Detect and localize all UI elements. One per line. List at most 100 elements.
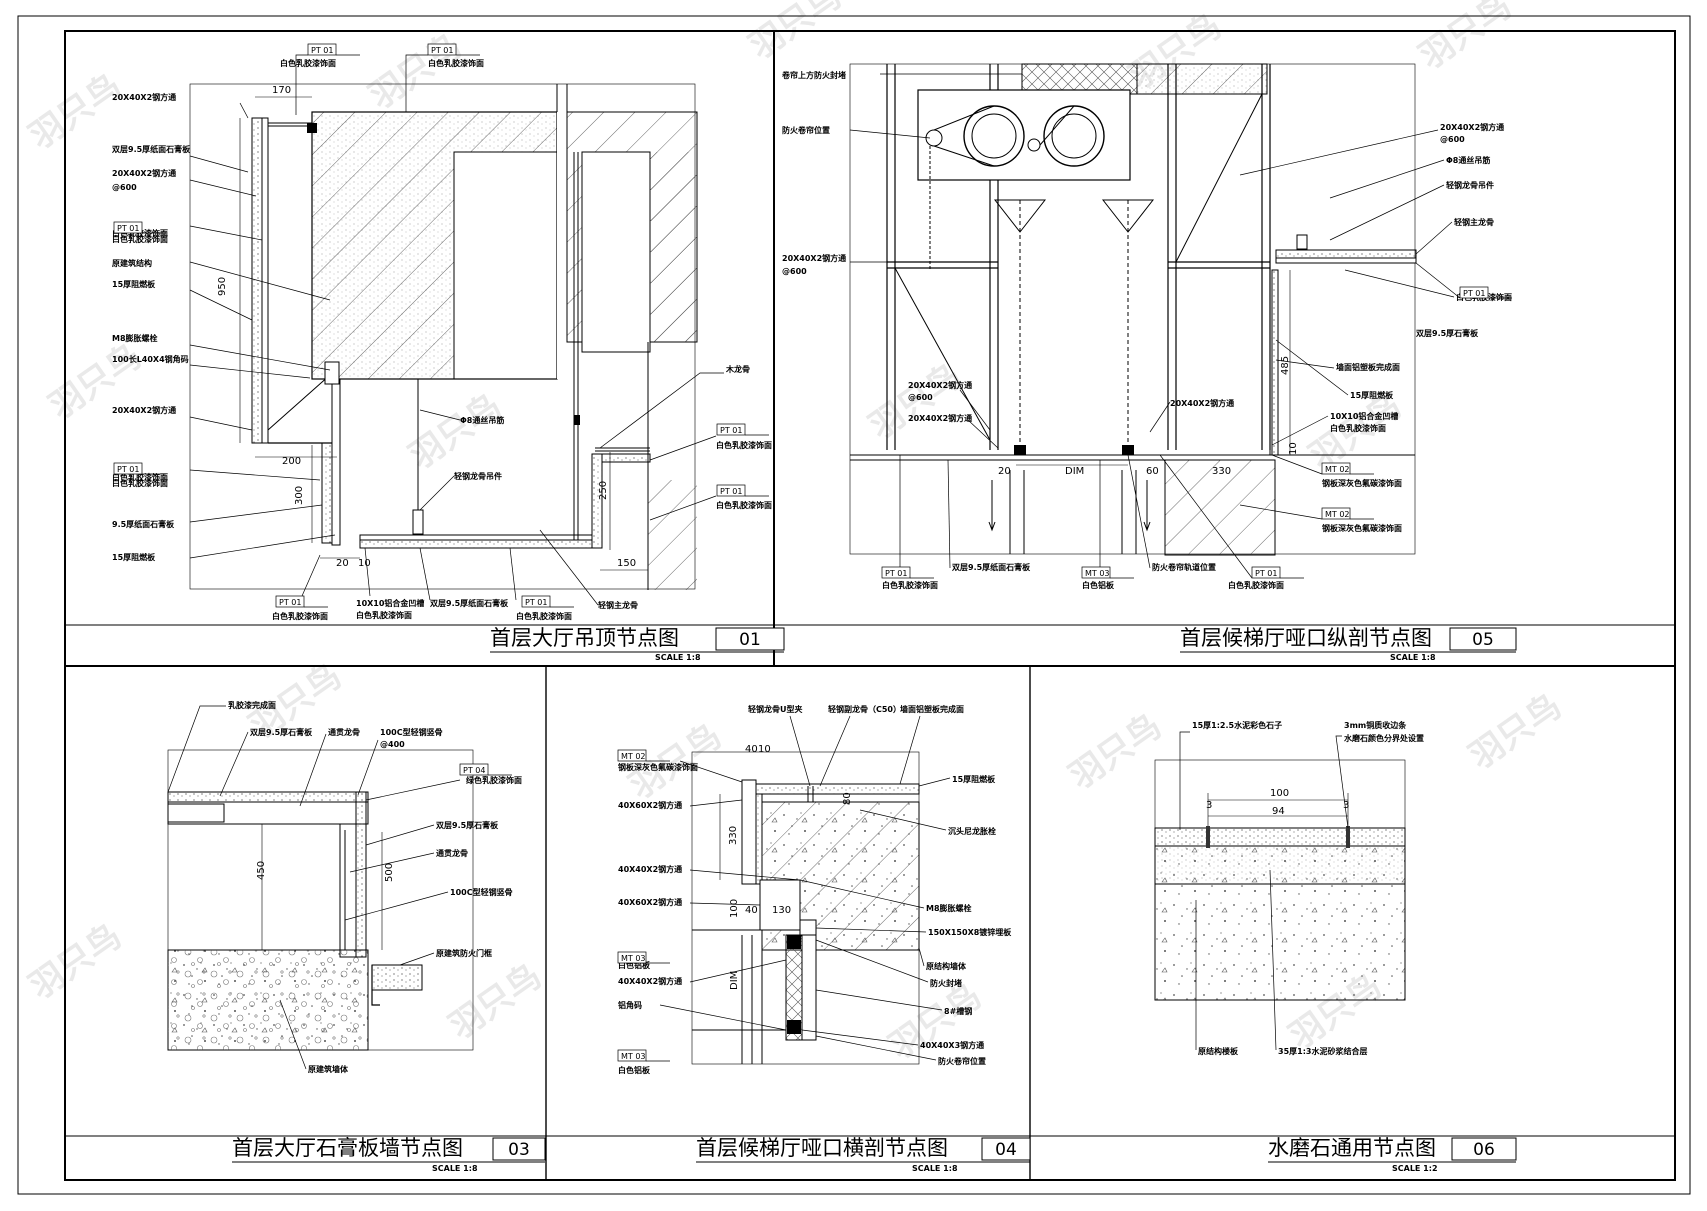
panel-03-gypsum-wall-detail: 450 500	[167, 749, 474, 1051]
p04-label-4: 白色铝板	[618, 960, 651, 970]
panel-number-05: 05	[1472, 630, 1494, 650]
p04-right-label-8: 防火卷帘位置	[938, 1056, 986, 1066]
p05-right-label-2: Φ8通丝吊筋	[1446, 155, 1490, 165]
p04-label-2: 40X40X2钢方通	[618, 864, 682, 874]
panel-number-01: 01	[739, 630, 761, 650]
p04-dim-7: DIM	[729, 971, 740, 990]
p06-dim-1: 3	[1206, 800, 1212, 811]
p05-bottom-label-3: 防火卷帘轨道位置	[1152, 562, 1216, 572]
p06-label-4: 35厚1:3水泥砂浆结合层	[1278, 1046, 1367, 1056]
p05-right-label-6: 双层9.5厚石膏板	[1416, 328, 1479, 338]
p04-label-1: 40X60X2钢方通	[618, 800, 682, 810]
p01-bottom-label-2: 白色乳胶漆饰面	[356, 610, 412, 620]
p01-tag-right-2: PT 01	[720, 487, 742, 496]
p06-dim-0: 100	[1270, 788, 1289, 799]
p06-label-2: 水磨石颜色分界处设置	[1343, 733, 1424, 743]
p06-dim-3: 3	[1343, 800, 1349, 811]
panel-06-terrazzo-detail: 100 3 94 3	[1154, 759, 1406, 1001]
p06-dim-2: 94	[1272, 806, 1285, 817]
p05-right-label-9: 10X10铝合金凹槽	[1330, 411, 1398, 421]
p06-label-1: 3mm铜质收边条	[1344, 720, 1407, 730]
watermark-text: 羽只鸟	[1462, 686, 1568, 777]
p04-tag-0: MT 02	[621, 752, 646, 761]
p05-tag-bottom-3: PT 01	[1255, 569, 1277, 578]
p04-right-label-2: M8膨胀螺栓	[926, 903, 972, 913]
panel-title-05: 首层候梯厅哑口纵剖节点图	[1180, 626, 1432, 650]
panel-title-06: 水磨石通用节点图	[1268, 1136, 1436, 1160]
p05-tag-bottom-2: MT 03	[1085, 569, 1110, 578]
p04-tag-1: MT 03	[621, 954, 646, 963]
p04-top-label-0: 轻钢龙骨U型夹	[748, 704, 803, 714]
p01-top-label-0: 白色乳胶漆饰面	[280, 58, 336, 68]
p04-dim-0: 40	[745, 744, 758, 755]
p01-dim-2: 200	[282, 456, 301, 467]
p01-dim-3: 300	[294, 486, 305, 505]
p01-right-label-0: 木龙骨	[725, 364, 750, 374]
p05-tag-bottom-1: PT 01	[885, 569, 907, 578]
p03-dim-1: 500	[384, 863, 395, 882]
p01-bottom-label-5: 轻钢主龙骨	[598, 600, 638, 610]
watermark-text: 羽只鸟	[1062, 706, 1168, 797]
watermark-text: 羽只鸟	[22, 916, 128, 1007]
p05-label-6: 20X40X2钢方通	[908, 413, 972, 423]
panel-number-06: 06	[1473, 1140, 1495, 1160]
p01-right-label-2: 白色乳胶漆饰面	[716, 500, 772, 510]
p05-dim-2: DIM	[1065, 466, 1084, 477]
p05-bottom-label-2: 白色铝板	[1082, 580, 1115, 590]
sheet-inner-frame	[64, 30, 1676, 1181]
p01-mid-label-1: 轻钢龙骨吊件	[454, 471, 502, 481]
p01-bottom-label-4: 白色乳胶漆饰面	[516, 611, 572, 621]
p03-label-7: 通贯龙骨	[436, 848, 468, 858]
panel-number-03: 03	[508, 1140, 530, 1160]
p04-right-label-5: 防火封堵	[930, 978, 962, 988]
p04-right-label-4: 原结构墙体	[926, 961, 967, 971]
p05-label-1: 防火卷帘位置	[782, 125, 830, 135]
p01-left-finish-1: 白色乳胶漆饰面	[112, 234, 168, 244]
p01-top-label-1: 白色乳胶漆饰面	[428, 58, 484, 68]
p04-dim-2: 80	[842, 792, 853, 805]
panel-05-elevator-lobby-section: 20 DIM 60 330 485 10	[849, 63, 1417, 556]
p04-right-label-3: 150X150X8镀锌埋板	[928, 927, 1012, 937]
p05-dim-3: 60	[1146, 466, 1159, 477]
p03-label-9: 原建筑防火门框	[436, 948, 492, 958]
p04-right-label-0: 15厚阻燃板	[952, 774, 996, 784]
p01-mid-label-0: Φ8通丝吊筋	[460, 415, 504, 425]
p04-dim-5: 40	[745, 905, 758, 916]
p05-label-2: 20X40X2钢方通	[782, 253, 846, 263]
p05-bottom-label-1: 双层9.5厚纸面石膏板	[952, 562, 1031, 572]
p01-label-0: 20X40X2钢方通	[112, 92, 176, 102]
p03-dim-0: 450	[256, 861, 267, 880]
p05-tag-right-2: MT 02	[1325, 465, 1350, 474]
p01-label-1: 双层9.5厚纸面石膏板	[112, 144, 191, 154]
p04-right-label-6: 8#槽钢	[944, 1006, 972, 1016]
p06-label-3: 原结构楼板	[1198, 1046, 1239, 1056]
panel-04-labels: 钢板深灰色氟碳漆饰面40X60X2钢方通40X40X2钢方通40X60X2钢方通…	[617, 704, 1012, 1075]
p05-right-label-7: 墙面铝塑板完成面	[1336, 362, 1400, 372]
p01-dim-5: 10	[358, 558, 371, 569]
p01-bottom-label-0: 白色乳胶漆饰面	[272, 611, 328, 621]
p01-tag-bottom-2: PT 01	[525, 598, 547, 607]
p01-dim-7: 150	[617, 558, 636, 569]
p03-label-4: @400	[380, 740, 405, 749]
watermark-text: 羽只鸟	[362, 26, 468, 117]
p03-label-5: 绿色乳胶漆饰面	[466, 775, 522, 785]
p01-tag-left-2: PT 01	[117, 465, 139, 474]
p05-right-label-11: 钢板深灰色氟碳漆饰面	[1322, 478, 1402, 488]
p05-dim-5: 10	[1288, 442, 1299, 455]
p01-label-8: 100长L40X4钢角码	[112, 354, 189, 364]
watermark-text: 羽只鸟	[882, 976, 988, 1067]
p01-dim-6: 250	[598, 481, 609, 500]
p03-label-6: 双层9.5厚石膏板	[436, 820, 499, 830]
p01-label-2: 20X40X2钢方通	[112, 168, 176, 178]
p05-bottom-label-0: 白色乳胶漆饰面	[882, 580, 938, 590]
p04-right-label-1: 沉头尼龙胀栓	[948, 826, 996, 836]
p01-tag-right-1: PT 01	[720, 426, 742, 435]
watermark-text: 羽只鸟	[22, 66, 128, 157]
p04-dim-3: 330	[728, 826, 739, 845]
p01-label-11: 9.5厚纸面石膏板	[112, 519, 175, 529]
panel-scale-01: SCALE 1:8	[655, 653, 701, 662]
p01-label-5: 原建筑结构	[112, 258, 152, 268]
